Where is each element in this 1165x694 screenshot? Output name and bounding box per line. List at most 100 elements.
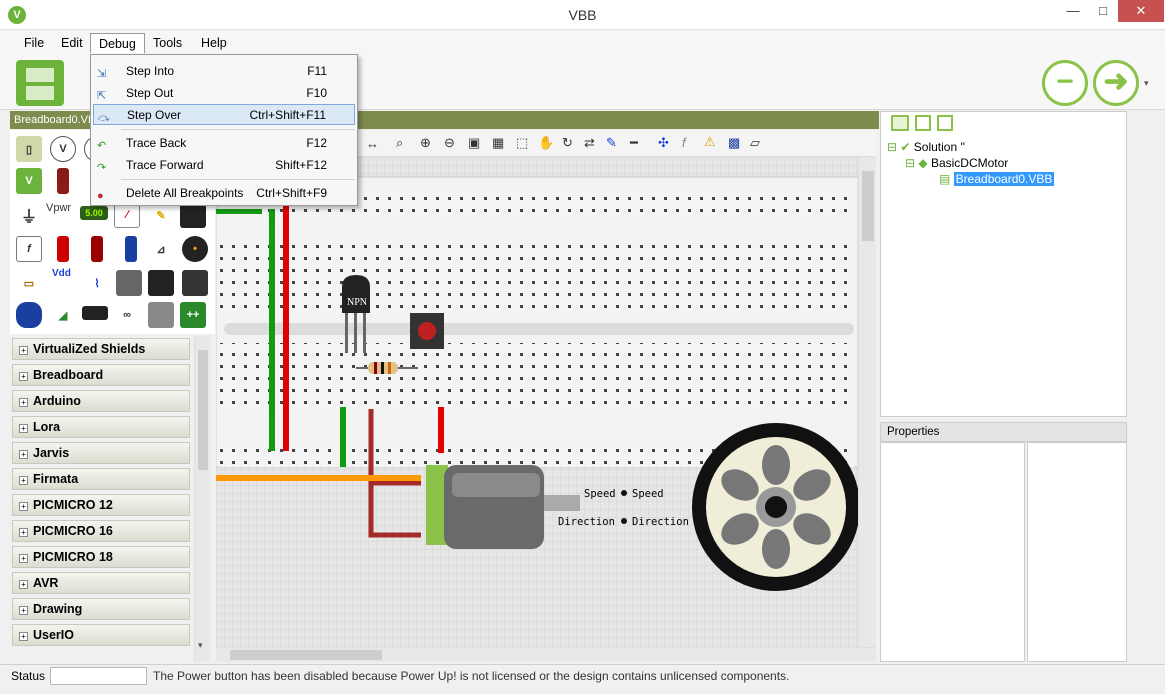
capacitor-icon[interactable] bbox=[148, 270, 174, 296]
arrow-right-icon[interactable]: ➜ bbox=[1093, 60, 1139, 106]
fit-icon[interactable]: ▣ bbox=[468, 135, 481, 150]
category-item[interactable]: +Lora bbox=[12, 416, 190, 438]
relay-icon[interactable] bbox=[116, 270, 142, 296]
category-item[interactable]: +PICMICRO 18 bbox=[12, 546, 190, 568]
resistor-icon[interactable]: ▭ bbox=[23, 277, 35, 290]
switch-red-icon[interactable] bbox=[57, 236, 69, 262]
view-single-icon[interactable] bbox=[891, 115, 909, 131]
toolbar-overflow-icon[interactable]: ▾ bbox=[1144, 78, 1149, 88]
minimize-button[interactable]: — bbox=[1066, 3, 1080, 18]
category-item[interactable]: +Breadboard bbox=[12, 364, 190, 386]
menu-debug[interactable]: Debug bbox=[90, 33, 145, 53]
category-item[interactable]: +Drawing bbox=[12, 598, 190, 620]
voltmeter-icon[interactable]: V bbox=[50, 136, 76, 162]
note-icon[interactable]: ▱ bbox=[750, 135, 760, 150]
connect-icon[interactable]: ✣ bbox=[658, 135, 669, 150]
category-item[interactable]: +PICMICRO 12 bbox=[12, 494, 190, 516]
maximize-button[interactable]: □ bbox=[1099, 3, 1107, 18]
pen-icon[interactable]: ✎ bbox=[606, 135, 617, 150]
menu-tools[interactable]: Tools bbox=[153, 36, 183, 50]
chain-icon[interactable]: ∞ bbox=[123, 309, 131, 321]
tree-file[interactable]: ▤ Breadboard0.VBB bbox=[939, 172, 1055, 186]
vbb-logo-icon[interactable]: V bbox=[16, 168, 42, 194]
function-icon[interactable]: f bbox=[16, 236, 42, 262]
vpwr-label: Vpwr bbox=[46, 202, 72, 214]
window-title: VBB bbox=[568, 7, 597, 23]
category-item[interactable]: +VirtualiZed Shields bbox=[12, 338, 190, 360]
status-label: Status bbox=[11, 669, 46, 683]
lcd-display-icon[interactable]: 5.00 bbox=[80, 206, 108, 220]
category-item[interactable]: +AVR bbox=[12, 572, 190, 594]
warning-icon[interactable]: ⚠ bbox=[704, 134, 716, 149]
probe-icon[interactable]: ✎ bbox=[156, 209, 166, 222]
canvas-vertical-scrollbar[interactable] bbox=[858, 157, 876, 647]
diode-icon[interactable]: ◢ bbox=[58, 309, 68, 322]
close-button[interactable]: ✕ bbox=[1118, 0, 1164, 22]
step-into-icon: ⇲ bbox=[97, 68, 107, 80]
grid-icon[interactable]: ▦ bbox=[492, 135, 505, 150]
zoom-out-canvas-icon[interactable]: ⊖ bbox=[444, 135, 455, 150]
voltage-regulator-icon[interactable] bbox=[148, 302, 174, 328]
direction-port-label: Direction bbox=[558, 516, 615, 528]
search-icon[interactable]: ⌕ bbox=[396, 135, 404, 150]
switch-dark-icon[interactable] bbox=[91, 236, 103, 262]
breadboard-canvas[interactable]: NPN Speed Speed Direction Direction bbox=[216, 157, 858, 647]
solution-explorer: ⊟ ✔ Solution '' ⊟ ◆ BasicDCMotor ▤ Bread… bbox=[880, 111, 1127, 417]
ic-chip-icon[interactable] bbox=[182, 270, 208, 296]
canvas-horizontal-scrollbar[interactable] bbox=[216, 647, 876, 662]
battery-icon[interactable]: ▯ bbox=[16, 136, 42, 162]
line-style-icon[interactable]: ━ bbox=[630, 135, 638, 150]
view-split-icon[interactable] bbox=[915, 115, 931, 131]
pointer-icon[interactable]: ↔ bbox=[366, 136, 379, 151]
ground-icon[interactable]: ⏚ bbox=[20, 209, 37, 226]
zoom-out-icon[interactable]: − bbox=[1042, 60, 1088, 106]
tree-project[interactable]: ⊟ ◆ BasicDCMotor bbox=[905, 156, 1009, 170]
menu-file[interactable]: File bbox=[24, 36, 45, 50]
hand-icon[interactable]: ✋ bbox=[538, 135, 555, 150]
app-logo-icon[interactable]: V bbox=[8, 6, 26, 24]
delete-breakpoints-icon: ● bbox=[97, 190, 104, 202]
tree-solution[interactable]: ⊟ ✔ Solution '' bbox=[887, 140, 966, 154]
status-message: The Power button has been disabled becau… bbox=[153, 669, 790, 683]
title-bar bbox=[0, 0, 1165, 30]
direction-property-label: Direction bbox=[632, 516, 689, 528]
menu-edit[interactable]: Edit bbox=[61, 36, 83, 50]
coil-icon[interactable]: ⌇ bbox=[94, 277, 100, 290]
black-module-icon[interactable] bbox=[180, 202, 206, 228]
fuse-icon[interactable] bbox=[57, 168, 69, 194]
knob-icon[interactable]: • bbox=[182, 236, 208, 262]
vdd-label: Vdd bbox=[52, 268, 71, 279]
menu-help[interactable]: Help bbox=[201, 36, 227, 50]
rotate-icon[interactable]: ↻ bbox=[562, 135, 573, 150]
category-item[interactable]: +PICMICRO 16 bbox=[12, 520, 190, 542]
chip-icon[interactable]: ▩ bbox=[728, 135, 741, 150]
select-icon[interactable]: ⬚ bbox=[516, 135, 529, 150]
meter-icon[interactable]: ∕ bbox=[114, 202, 140, 228]
category-list: +VirtualiZed Shields +Breadboard +Arduin… bbox=[10, 336, 210, 662]
category-item[interactable]: +Arduino bbox=[12, 390, 190, 412]
cylinder-icon[interactable] bbox=[16, 302, 42, 328]
category-item[interactable]: +UserIO bbox=[12, 624, 190, 646]
flip-icon[interactable]: ⇄ bbox=[584, 135, 595, 150]
category-item[interactable]: +Firmata bbox=[12, 468, 190, 490]
category-item[interactable]: +Jarvis bbox=[12, 442, 190, 464]
function-toolbar-icon[interactable]: f bbox=[682, 135, 686, 150]
header-2pin-icon[interactable] bbox=[82, 306, 108, 320]
breadboard-drawing: NPN Speed Speed Direction Direction bbox=[216, 157, 858, 647]
step-out-icon: ⇱ bbox=[97, 90, 107, 102]
slide-pot-icon[interactable]: ⊿ bbox=[156, 243, 166, 256]
power-button[interactable] bbox=[16, 60, 64, 106]
view-list-icon[interactable] bbox=[937, 115, 953, 131]
dip-switch-icon[interactable] bbox=[125, 236, 137, 262]
properties-panel bbox=[880, 442, 1127, 662]
properties-header: Properties bbox=[880, 422, 1127, 442]
terminal-block-icon[interactable]: ++ bbox=[180, 302, 206, 328]
category-scrollbar[interactable]: ▾ bbox=[194, 336, 210, 662]
zoom-in-icon[interactable]: ⊕ bbox=[420, 135, 431, 150]
